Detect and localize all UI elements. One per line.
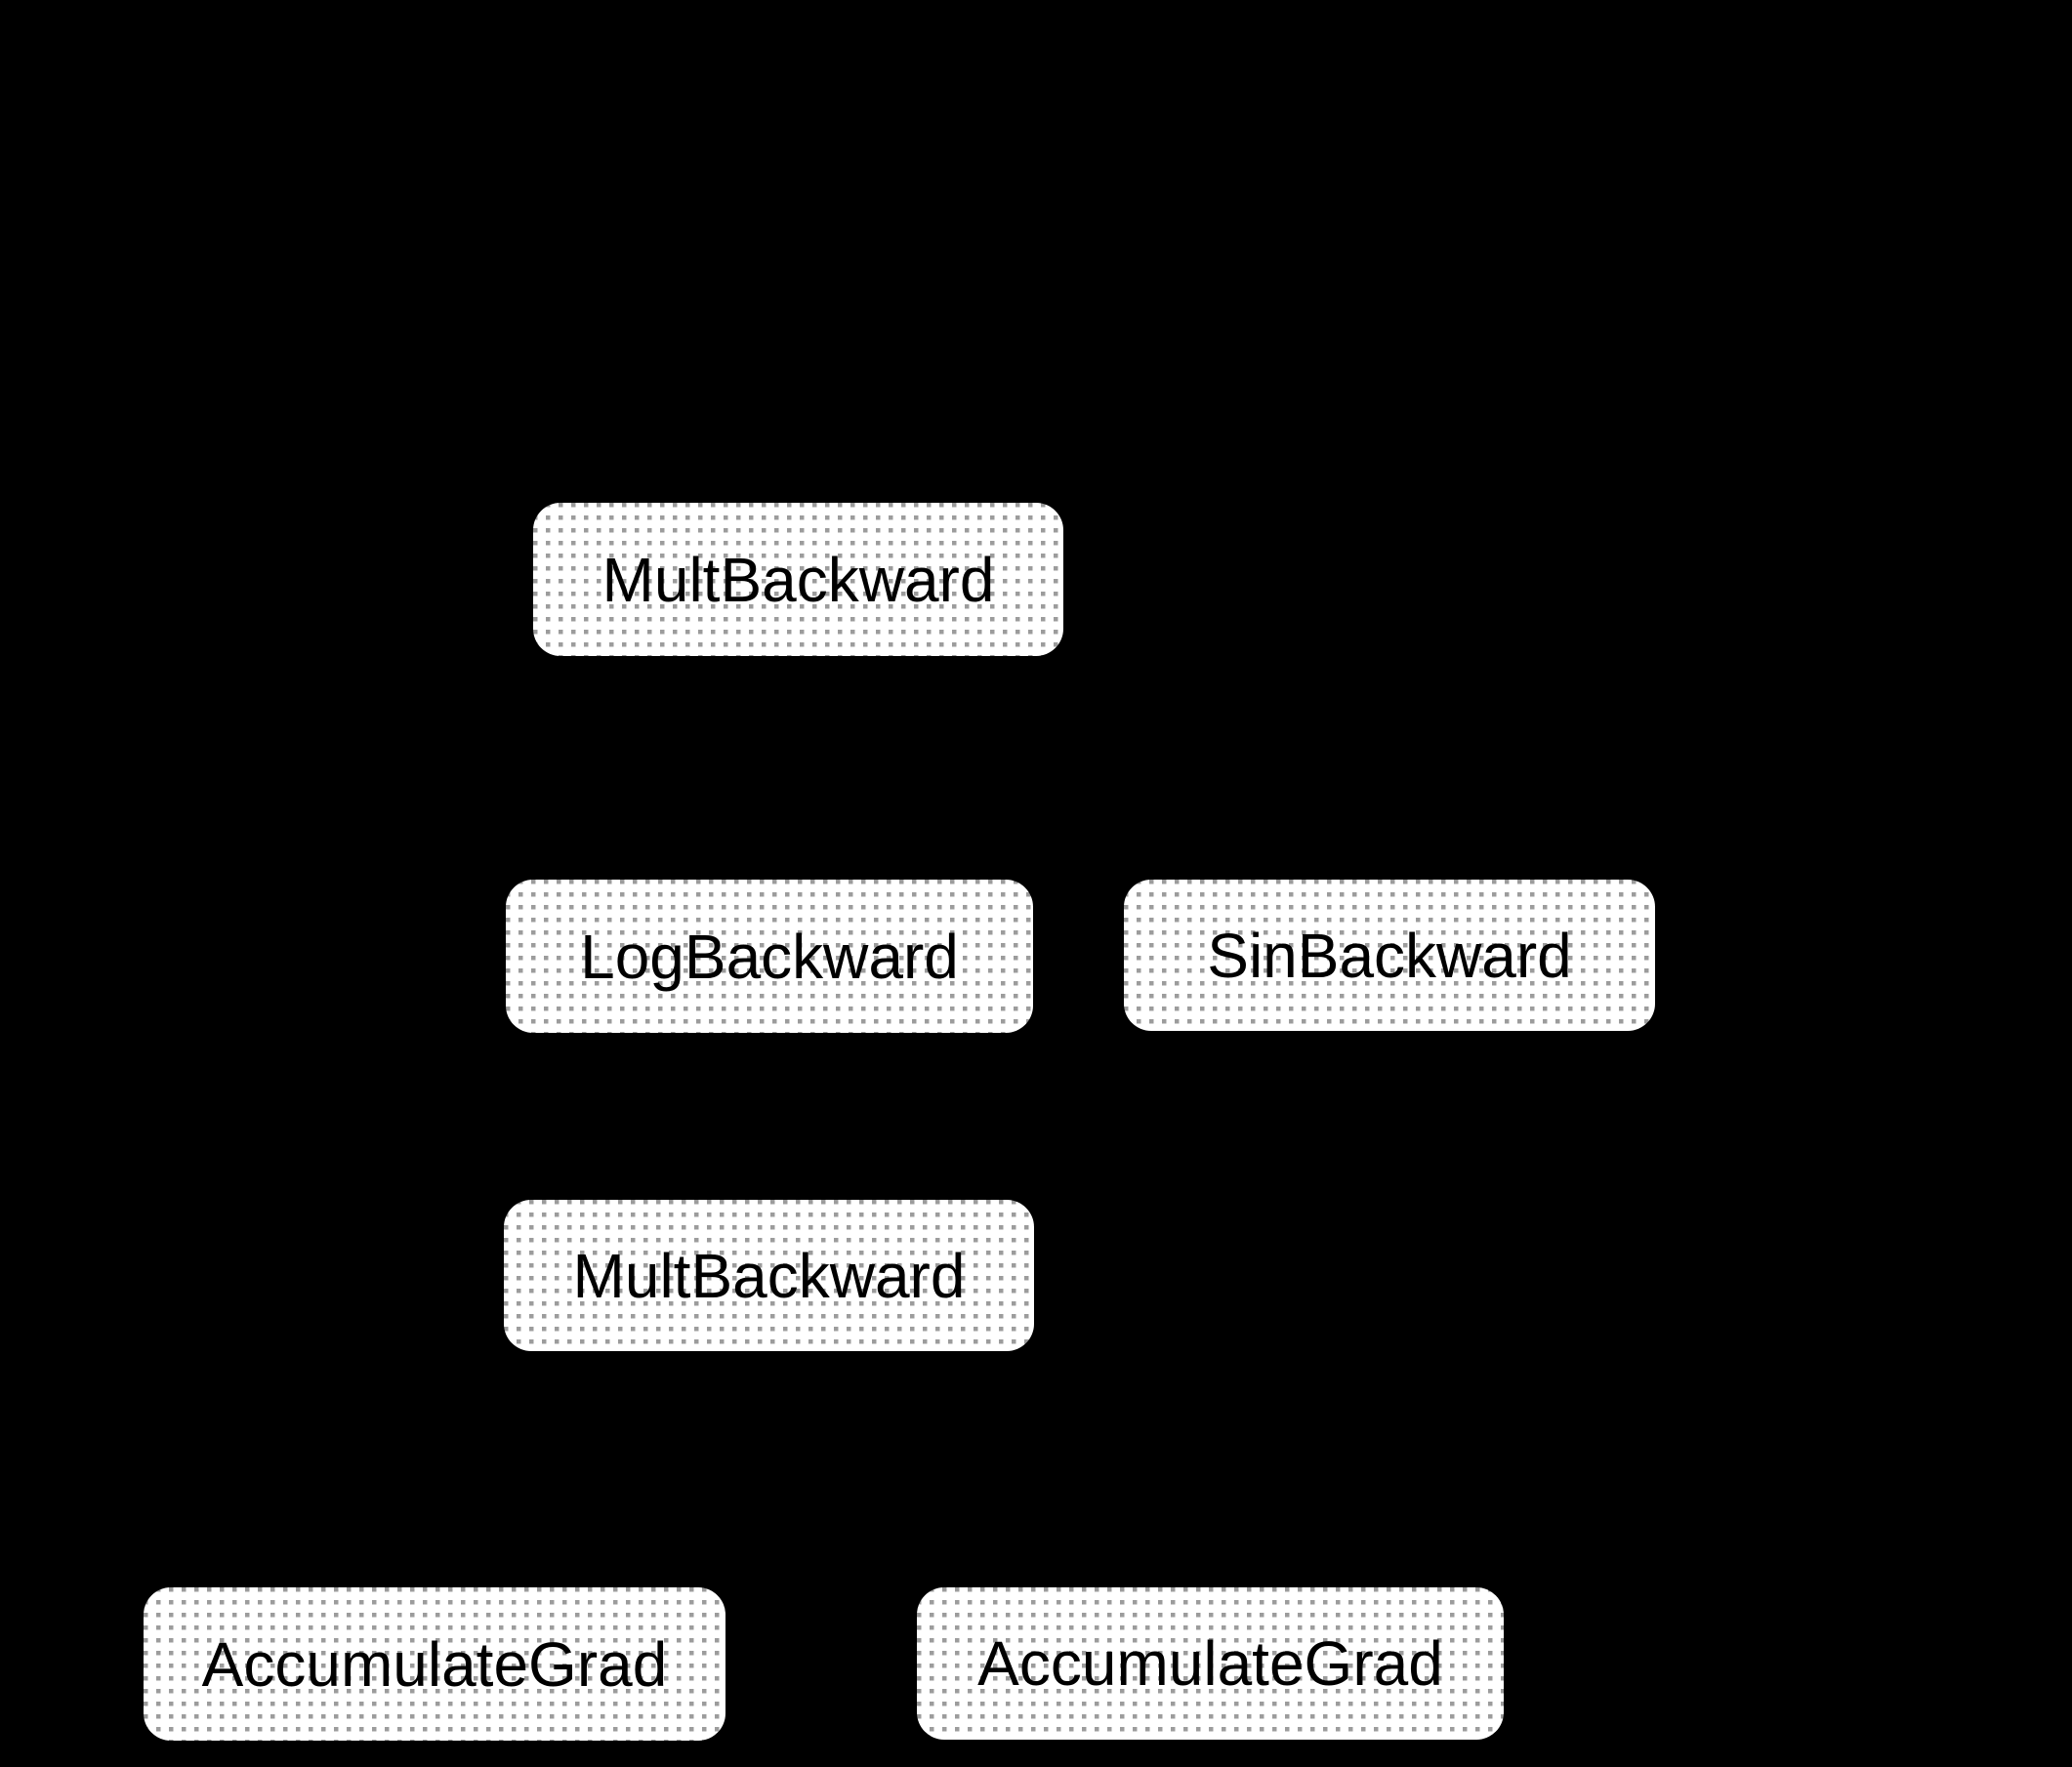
node-label: AccumulateGrad (201, 1628, 668, 1700)
node-label: MultBackward (572, 1240, 966, 1311)
node-label: SinBackward (1207, 920, 1572, 991)
graph-node-sin-backward: SinBackward (1124, 880, 1655, 1031)
node-label: LogBackward (580, 921, 959, 992)
node-label: AccumulateGrad (977, 1628, 1443, 1699)
graph-node-log-backward: LogBackward (506, 880, 1033, 1033)
graph-node-accumulate-grad-left: AccumulateGrad (144, 1587, 725, 1741)
graph-node-mult-backward-bottom: MultBackward (504, 1200, 1034, 1351)
graph-node-accumulate-grad-right: AccumulateGrad (917, 1587, 1504, 1740)
graph-node-mult-backward-top: MultBackward (533, 503, 1063, 656)
node-label: MultBackward (601, 544, 995, 615)
